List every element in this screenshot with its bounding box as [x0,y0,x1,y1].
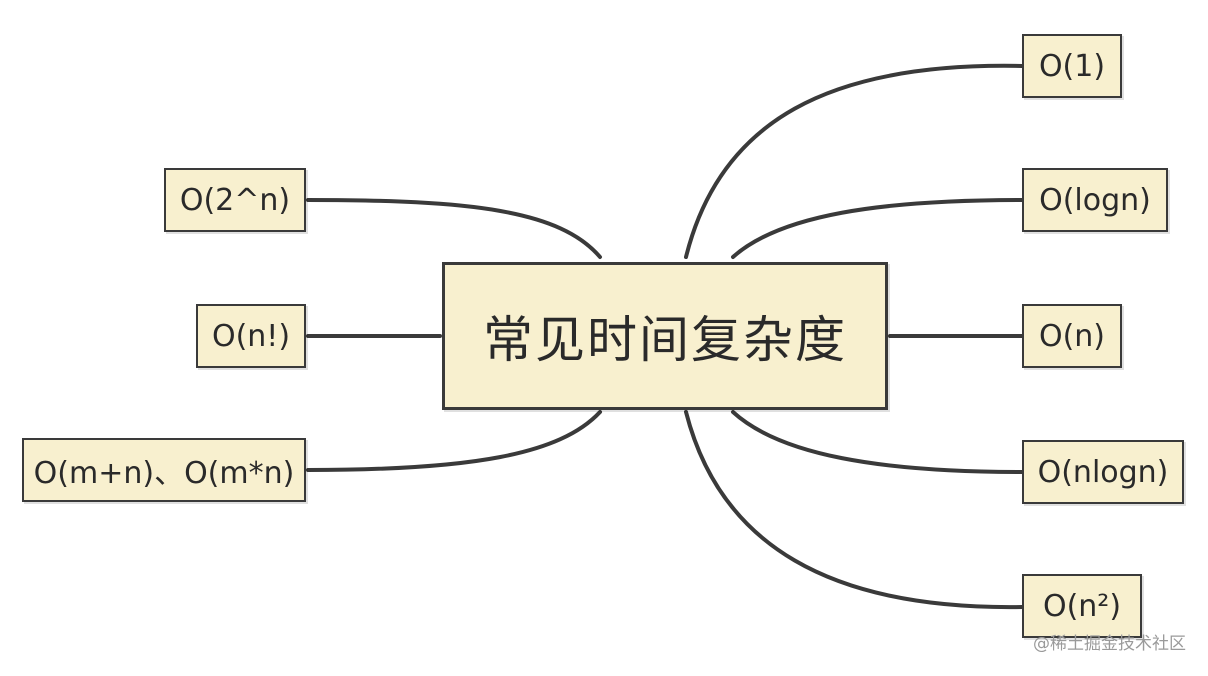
connector-o-2-n [306,198,602,259]
node-label: O(logn) [1039,182,1151,218]
node-o-nlogn[interactable]: O(nlogn) [1022,440,1184,504]
node-o-2-n[interactable]: O(2^n) [164,168,306,232]
node-o-logn[interactable]: O(logn) [1022,168,1168,232]
node-label: O(n!) [211,318,291,354]
node-o-n[interactable]: O(n) [1022,304,1122,368]
node-label: O(nlogn) [1037,454,1169,490]
connector-o-nlogn [731,410,1024,474]
node-label: O(1) [1038,48,1106,84]
node-label: O(n) [1038,318,1106,354]
node-o-m-plus-n[interactable]: O(m+n)、O(m*n) [22,438,306,502]
connector-o-1 [684,63,1024,259]
connector-o-logn [731,198,1024,259]
connector-o-n-squared [684,410,1024,610]
watermark-text: @稀土掘金技术社区 [1033,634,1186,654]
node-o-n-factorial[interactable]: O(n!) [196,304,306,368]
node-label: O(2^n) [179,182,291,218]
node-o-1[interactable]: O(1) [1022,34,1122,98]
node-label: O(n²) [1042,588,1122,624]
connector-o-m-n [306,410,602,472]
center-node-label: 常见时间复杂度 [483,311,847,369]
node-label: O(m+n)、O(m*n) [33,456,295,491]
node-o-n-squared[interactable]: O(n²) [1022,574,1142,638]
center-node[interactable]: 常见时间复杂度 [442,262,888,410]
